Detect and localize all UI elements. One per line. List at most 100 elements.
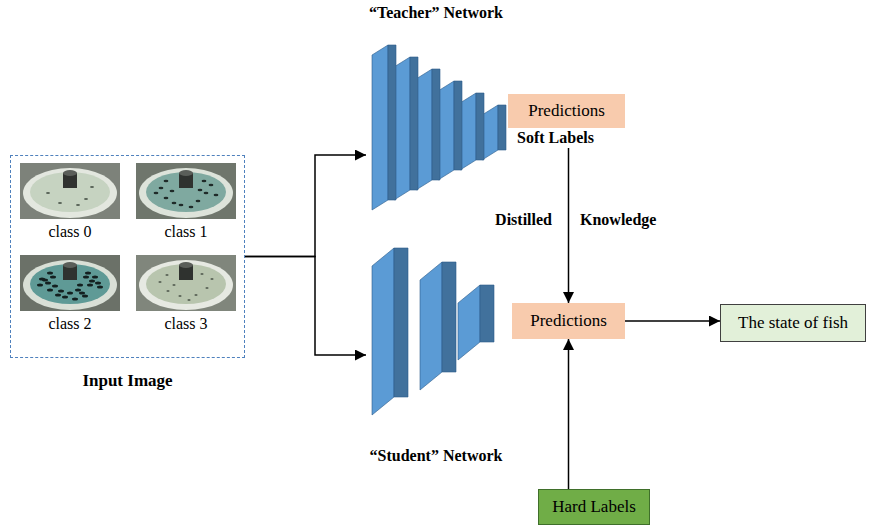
tank-photo bbox=[210, 278, 213, 280]
tank-photo bbox=[82, 295, 88, 298]
tank-photo bbox=[202, 180, 207, 182]
tank-photo bbox=[92, 276, 98, 279]
tank-photo bbox=[76, 204, 80, 206]
tank-photo bbox=[37, 284, 43, 287]
tank-photo bbox=[172, 202, 177, 204]
tank-photo bbox=[50, 276, 56, 279]
class-photo: class 3 bbox=[135, 254, 237, 334]
tank-photo bbox=[136, 163, 236, 219]
tank-photo bbox=[20, 163, 120, 219]
class-photo: class 2 bbox=[19, 254, 121, 334]
tank-photo bbox=[136, 255, 236, 311]
edge-note: Knowledge bbox=[580, 210, 680, 230]
prediction-box: Predictions bbox=[508, 94, 625, 128]
tank-photo bbox=[20, 255, 120, 311]
student-layers bbox=[420, 262, 442, 390]
tank-photo bbox=[85, 272, 91, 275]
node-label: class 2 bbox=[19, 314, 121, 334]
tank-photo bbox=[45, 282, 51, 285]
tank-photo bbox=[97, 286, 103, 289]
tank-photo bbox=[198, 189, 203, 191]
tank-photo bbox=[164, 197, 169, 199]
arrow-connector bbox=[245, 155, 366, 257]
tank-photo bbox=[139, 168, 233, 218]
tank-photo bbox=[90, 186, 94, 188]
tank-photo bbox=[58, 202, 62, 204]
tank-photo bbox=[75, 289, 81, 292]
tank-photo bbox=[172, 284, 175, 286]
teacher-network: “Teacher” Network bbox=[366, 3, 506, 213]
tank-photo bbox=[83, 276, 89, 279]
tank-photo bbox=[55, 294, 61, 297]
student-layers bbox=[480, 285, 494, 342]
tank-photo bbox=[30, 264, 110, 304]
tank-photo bbox=[23, 168, 117, 218]
tank-photo bbox=[154, 192, 159, 194]
tank-photo bbox=[77, 284, 83, 287]
tank-photo bbox=[209, 184, 214, 186]
student-network: “Student” Network bbox=[366, 244, 506, 466]
student-layers bbox=[458, 285, 480, 360]
tank-photo bbox=[87, 284, 93, 287]
tank-photo bbox=[62, 296, 68, 299]
teacher-layers bbox=[388, 45, 396, 200]
teacher-layers bbox=[438, 81, 454, 180]
teacher-layers bbox=[372, 45, 506, 210]
tank-photo bbox=[166, 290, 169, 292]
tank-photo bbox=[47, 289, 53, 292]
node-label: class 3 bbox=[135, 314, 237, 334]
tank-photo bbox=[179, 170, 193, 176]
teacher-layers bbox=[410, 57, 418, 190]
tank-photo bbox=[158, 281, 161, 283]
tank-photo bbox=[178, 295, 181, 297]
tank-photo bbox=[146, 172, 226, 212]
class-photo: class 1 bbox=[135, 162, 237, 242]
tank-photo bbox=[46, 192, 50, 194]
teacher-layers bbox=[460, 93, 476, 170]
tank-photo bbox=[95, 282, 101, 285]
tank-photo bbox=[63, 262, 77, 268]
node-label: The state of fish bbox=[738, 313, 848, 333]
node-label: Hard Labels bbox=[552, 497, 636, 517]
teacher-layers bbox=[498, 105, 506, 150]
node-label: “Teacher” Network bbox=[346, 3, 526, 23]
prediction-box: Predictions bbox=[512, 303, 625, 339]
node-label: Input Image bbox=[11, 371, 244, 391]
class-photo: class 0 bbox=[19, 162, 121, 242]
arrow-connector bbox=[245, 257, 366, 356]
tank-photo bbox=[196, 200, 201, 202]
input-image-panel: class 0class 1class 2class 3Input Image bbox=[10, 155, 245, 358]
tank-photo bbox=[47, 272, 53, 275]
tank-photo bbox=[164, 180, 169, 182]
tank-photo bbox=[89, 280, 95, 283]
tank-photo bbox=[136, 163, 236, 219]
node-label: “Student” Network bbox=[346, 446, 526, 466]
teacher-layers bbox=[372, 45, 388, 210]
node-label: Soft Labels bbox=[517, 128, 625, 148]
tank-photo bbox=[84, 198, 88, 200]
student-layers bbox=[372, 248, 494, 415]
arrow-connector bbox=[625, 320, 720, 322]
tank-photo bbox=[39, 278, 45, 281]
tank-photo bbox=[159, 187, 164, 189]
tank-photo bbox=[146, 264, 226, 304]
teacher-layers bbox=[454, 81, 462, 170]
tank-photo bbox=[20, 255, 120, 311]
tank-photo bbox=[72, 298, 78, 301]
tank-photo bbox=[170, 190, 175, 192]
tank-photo bbox=[165, 274, 168, 276]
tank-photo bbox=[189, 206, 194, 208]
tank-photo bbox=[46, 186, 94, 206]
edge-note: Distilled bbox=[452, 210, 552, 230]
tank-photo bbox=[194, 294, 197, 296]
tank-photo bbox=[79, 292, 85, 295]
teacher-layers bbox=[416, 69, 432, 190]
teacher-layers bbox=[394, 57, 410, 200]
tank-photo bbox=[23, 260, 117, 310]
tank-photo bbox=[67, 292, 73, 295]
tank-photo bbox=[179, 204, 184, 206]
tank-photo bbox=[58, 290, 64, 293]
arrow-connector bbox=[568, 339, 570, 489]
node-label: class 1 bbox=[135, 222, 237, 242]
